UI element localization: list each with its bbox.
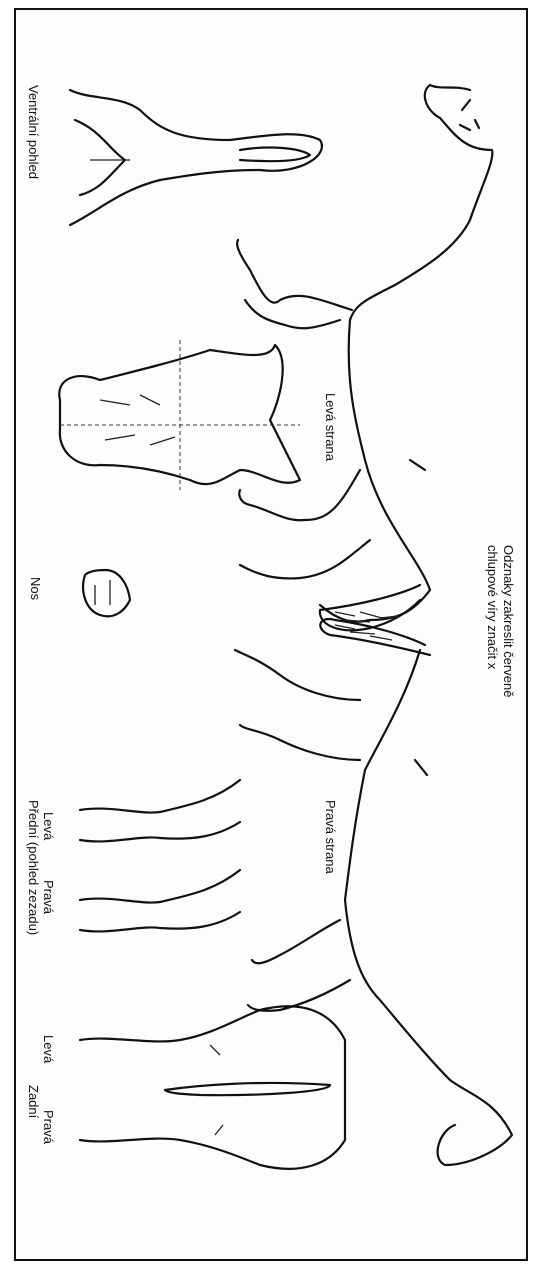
ventral-view-drawing: [70, 90, 322, 225]
front-legs-drawing: [80, 780, 240, 931]
nose-drawing: [83, 570, 130, 616]
right-side-label: Pravá strana: [324, 800, 337, 874]
front-caption: Přední (pohled zezadu): [27, 800, 40, 935]
nose-label: Nos: [29, 577, 42, 600]
left-tail-hatch: [320, 585, 420, 630]
hind-left-label: Levá: [42, 1035, 55, 1063]
hind-caption: Zadní: [27, 1085, 40, 1118]
instructions-line-2: chlupové víry značit x: [486, 545, 499, 669]
left-side-horse-outline: [237, 85, 492, 622]
instructions-line-1: Odznaky zakreslit červeně: [502, 545, 515, 697]
front-left-label: Levá: [42, 812, 55, 840]
right-side-horse-outline: [235, 650, 512, 1165]
right-tail-hatch: [320, 619, 430, 655]
head-front-view-drawing: [59, 340, 300, 490]
hind-right-label: Pravá: [42, 1110, 55, 1144]
front-right-label: Pravá: [42, 880, 55, 914]
left-side-label: Levá strana: [324, 393, 337, 461]
hind-legs-drawing: [80, 1006, 345, 1169]
ventral-view-label: Ventrální pohled: [27, 85, 40, 179]
